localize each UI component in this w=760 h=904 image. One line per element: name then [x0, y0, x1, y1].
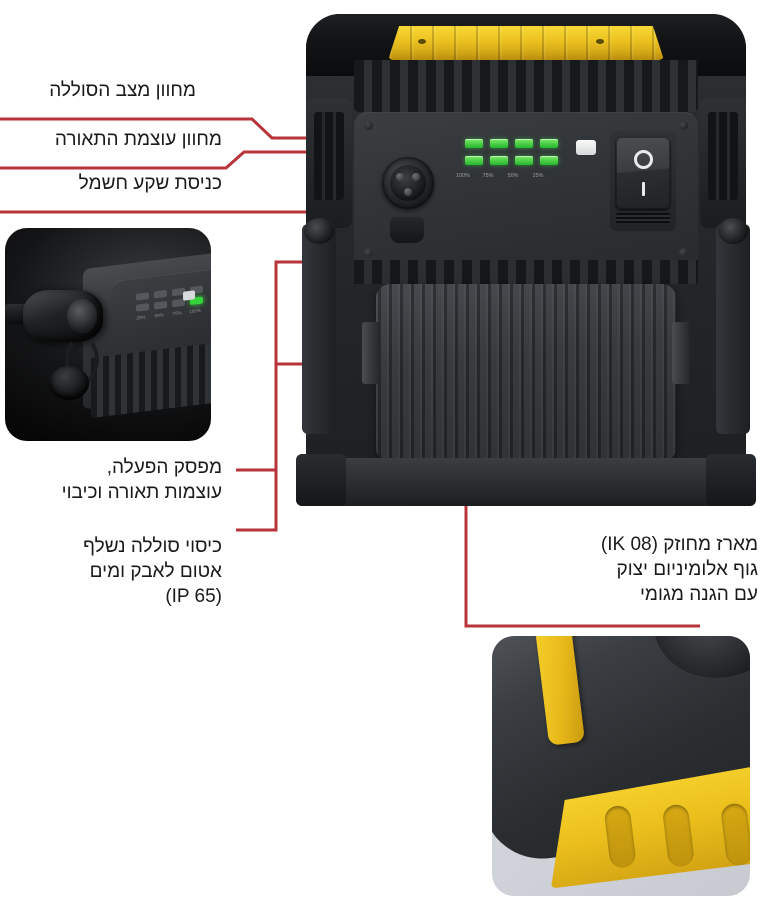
power-socket-cap[interactable] — [390, 217, 424, 243]
led-power-75 — [515, 156, 533, 165]
callout-power-switch: מפסק הפעלה, עוצמות תאורה וכיבוי — [61, 457, 222, 503]
led-battery-25 — [465, 139, 483, 148]
callout-battery-cover: כיסוי סוללה נשלף אטום לאבק ומים (IP 65) — [83, 536, 222, 607]
led-battery-100 — [540, 139, 558, 148]
inset-foot-slot — [603, 804, 636, 869]
white-status-indicator — [576, 140, 596, 155]
right-mount-arm — [716, 224, 750, 434]
socket-pin — [412, 173, 420, 181]
right-pivot-knob[interactable] — [718, 218, 748, 244]
housing-base — [316, 458, 736, 502]
battery-status-leds — [454, 139, 558, 148]
pct-100: 100% — [456, 173, 470, 179]
inset-socket-cap — [49, 366, 89, 400]
socket-pin — [396, 173, 404, 181]
light-power-leds — [454, 156, 558, 165]
inset-power-connector — [23, 290, 103, 342]
left-mount-arm — [302, 224, 336, 434]
leader-reinforced-housing — [464, 466, 700, 628]
right-side-vent — [700, 98, 746, 228]
callout-power-socket-inlet: כניסת שקע חשמל — [78, 173, 222, 194]
callout-reinforced-housing: מארז מחוזק (IK 08) גוף אלומיניום יצוק עם… — [600, 534, 758, 605]
panel-screw — [679, 248, 688, 257]
pct-75: 75% — [482, 173, 494, 179]
socket-pin — [404, 188, 412, 196]
inset-white-indicator — [183, 290, 195, 301]
panel-screw — [364, 248, 373, 257]
led-battery-50 — [490, 139, 508, 148]
control-panel: 100% 75% 50% 25% — [354, 112, 698, 265]
switch-grip-lines — [616, 213, 670, 223]
left-side-vent — [306, 98, 352, 228]
panel-screw — [364, 121, 373, 130]
product-illustration: 100% 75% 50% 25% — [292, 2, 760, 522]
rocker-switch-bezel — [610, 131, 676, 231]
led-power-25 — [465, 156, 483, 165]
inset-rubber-corner-photo — [492, 636, 750, 896]
left-pivot-knob[interactable] — [304, 218, 334, 244]
rocker-switch[interactable] — [616, 137, 670, 209]
panel-screw — [679, 121, 688, 130]
led-power-50 — [490, 156, 508, 165]
callout-battery-status-indicator: מחוון מצב הסוללה — [49, 80, 196, 101]
power-on-icon — [641, 182, 645, 196]
carry-handle — [388, 26, 664, 60]
inset-foot-slot — [720, 802, 750, 867]
led-indicator-group: 100% 75% 50% 25% — [454, 139, 558, 179]
inset-foot-slot — [662, 803, 695, 868]
battery-latch-right[interactable] — [672, 322, 690, 384]
inset-connector-photo: 100% 75% 50% 25% — [5, 228, 211, 441]
power-off-icon — [633, 150, 653, 169]
led-power-100 — [540, 156, 558, 165]
led-battery-75 — [515, 139, 533, 148]
upper-cooling-fins — [354, 60, 698, 112]
pct-50: 50% — [507, 173, 519, 179]
power-socket-ring — [382, 157, 434, 209]
battery-cover-panel[interactable] — [376, 284, 676, 462]
inset-corner-lens-edge — [647, 636, 750, 686]
battery-latch-left[interactable] — [362, 322, 380, 384]
led-percent-labels: 100% 75% 50% 25% — [454, 173, 558, 179]
pct-25: 25% — [532, 173, 544, 179]
lower-cooling-fins — [354, 260, 698, 284]
power-socket-face — [390, 165, 426, 201]
right-foot — [706, 454, 756, 506]
callout-light-power-indicator: מחוון עוצמת התאורה — [54, 129, 222, 150]
power-socket[interactable] — [382, 157, 442, 217]
left-foot — [296, 454, 346, 506]
